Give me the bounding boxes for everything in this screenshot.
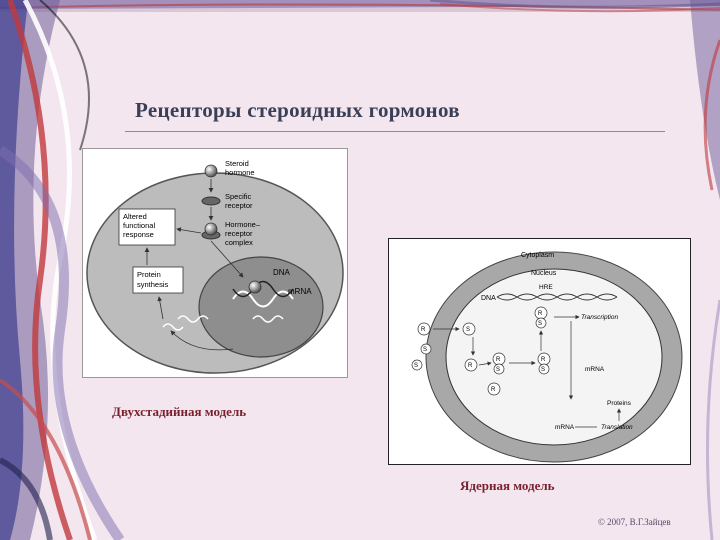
svg-text:R: R <box>468 363 473 369</box>
label-mrna-nucleus: mRNA <box>585 366 605 373</box>
label-proteins: Proteins <box>607 400 632 407</box>
svg-text:S: S <box>496 367 500 373</box>
altered-response-box <box>118 208 176 246</box>
page-title: Рецепторы стероидных гормонов <box>135 98 460 122</box>
hormone-receptor-complex-icon <box>204 222 218 236</box>
label-transcription: Transcription <box>581 314 618 321</box>
cytoplasm-mrna <box>177 315 209 323</box>
label-mrna-cytoplasm: mRNA <box>555 424 575 431</box>
label-complex: complex <box>225 238 253 247</box>
specific-receptor-icon <box>201 196 221 206</box>
label-specific: Specific <box>225 192 252 201</box>
label-response: response <box>123 230 154 239</box>
nucleus-region <box>445 268 663 446</box>
svg-text:R: R <box>491 387 496 393</box>
svg-text:S: S <box>423 347 427 353</box>
label-mrna: mRNA <box>288 287 312 296</box>
label-nucleus: Nucleus <box>531 270 557 277</box>
label-hre: HRE <box>539 284 553 291</box>
svg-text:R: R <box>538 311 543 317</box>
svg-text:S: S <box>466 327 470 333</box>
svg-text:R: R <box>496 357 501 363</box>
title-underline <box>125 131 665 132</box>
svg-text:S: S <box>538 321 542 327</box>
nuclear-diagram: Cytoplasm Nucleus DNA HRE R S R S S S R … <box>411 251 683 463</box>
svg-text:R: R <box>541 357 546 363</box>
label-steroid: Steroid <box>225 159 249 168</box>
nuclear-model-figure: Cytoplasm Nucleus DNA HRE R S R S S S R … <box>388 238 691 465</box>
two-step-diagram: Steroid hormone Specific receptor Hormon… <box>86 159 344 374</box>
label-synthesis: synthesis <box>137 280 169 289</box>
label-functional: functional <box>123 221 155 230</box>
label-receptor2: receptor <box>225 229 253 238</box>
dna-strand-1 <box>232 290 294 308</box>
label-receptor: receptor <box>225 201 253 210</box>
label-altered: Altered <box>123 212 147 221</box>
two-step-caption: Двухстадийная модель <box>112 404 247 419</box>
nuclear-model-caption: Ядерная модель <box>460 478 555 493</box>
label-translation: Translation <box>601 424 633 431</box>
label-hormone-receptor: Hormone– <box>225 220 261 229</box>
svg-text:R: R <box>421 327 426 333</box>
label-dna: DNA <box>273 268 291 277</box>
label-cytoplasm: Cytoplasm <box>521 252 554 259</box>
svg-text:S: S <box>414 363 418 369</box>
label-hormone: hormone <box>225 168 255 177</box>
two-step-model-figure: Steroid hormone Specific receptor Hormon… <box>82 148 348 378</box>
copyright-text: © 2007, В.Г.Зайцев <box>598 517 671 527</box>
steroid-hormone-icon <box>204 164 218 178</box>
svg-text:S: S <box>541 367 545 373</box>
receptor-complexes: R S R S S S R R S R S R <box>411 306 551 396</box>
label-protein: Protein <box>137 270 161 279</box>
protein-synthesis-box <box>132 266 184 294</box>
label-dna-right: DNA <box>481 295 496 302</box>
dna-strand-2 <box>232 280 294 298</box>
